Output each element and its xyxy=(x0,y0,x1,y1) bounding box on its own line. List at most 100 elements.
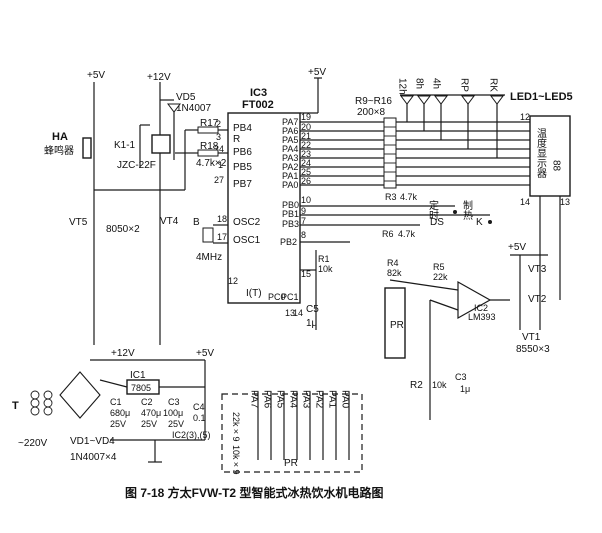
svg-text:温度显示器: 温度显示器 xyxy=(535,128,547,179)
r1-c5: R1 10k C5 1μ xyxy=(300,250,333,330)
svg-text:VD5: VD5 xyxy=(176,92,196,103)
svg-text:IC1: IC1 xyxy=(130,370,146,381)
svg-text:12h: 12h xyxy=(397,78,408,95)
svg-text:13: 13 xyxy=(560,197,570,207)
svg-text:18: 18 xyxy=(217,214,227,224)
svg-text:PB7: PB7 xyxy=(233,179,252,190)
svg-text:T: T xyxy=(12,400,19,412)
svg-text:23: 23 xyxy=(301,149,311,159)
svg-text:R2: R2 xyxy=(410,380,423,391)
svg-text:4h: 4h xyxy=(431,78,442,89)
buzzer-driver: +5V HA 蜂鸣器 VT5 VT4 8050×2 xyxy=(44,70,185,345)
svg-text:PA1: PA1 xyxy=(282,171,298,181)
svg-text:C5: C5 xyxy=(306,304,319,315)
svg-text:17: 17 xyxy=(217,232,227,242)
svg-text:R4: R4 xyxy=(387,258,399,268)
svg-text:10k: 10k xyxy=(432,380,447,390)
svg-text:IC2: IC2 xyxy=(474,303,488,313)
svg-text:PA2: PA2 xyxy=(314,390,325,409)
svg-text:PR: PR xyxy=(284,458,298,469)
ic3-left-pins: PB4 R PB6 PB5 PB7 OSC2 OSC1 I(T) xyxy=(233,123,262,299)
svg-text:1N4007×4: 1N4007×4 xyxy=(70,452,117,463)
svg-text:C2: C2 xyxy=(141,397,153,407)
svg-text:R5: R5 xyxy=(433,262,445,272)
ic3-ref: IC3 xyxy=(250,87,267,99)
ic3-supply: +5V xyxy=(300,67,326,114)
svg-text:RP: RP xyxy=(459,78,470,92)
svg-text:25V: 25V xyxy=(168,419,184,429)
ic3-pa-bus xyxy=(300,121,520,186)
pr-connector: PR xyxy=(384,287,406,359)
svg-text:4.7k: 4.7k xyxy=(398,229,416,239)
svg-text:PB0: PB0 xyxy=(282,200,299,210)
svg-text:IC2(3),(5): IC2(3),(5) xyxy=(172,430,211,440)
svg-text:7805: 7805 xyxy=(131,383,151,393)
svg-text:100μ: 100μ xyxy=(163,408,183,418)
ic3-body xyxy=(227,112,301,304)
svg-text:+5V: +5V xyxy=(308,67,326,78)
svg-text:3: 3 xyxy=(216,132,221,142)
svg-text:R: R xyxy=(233,134,240,145)
svg-text:10k: 10k xyxy=(318,264,333,274)
svg-text:R3: R3 xyxy=(385,192,397,202)
svg-text:R6: R6 xyxy=(382,229,394,239)
svg-text:8: 8 xyxy=(301,230,306,240)
svg-text:C1: C1 xyxy=(110,397,122,407)
svg-text:1N4007: 1N4007 xyxy=(176,103,211,114)
svg-text:1: 1 xyxy=(218,160,223,170)
svg-text:OSC1: OSC1 xyxy=(233,235,261,246)
svg-text:VT2: VT2 xyxy=(528,294,547,305)
svg-text:15: 15 xyxy=(301,269,311,279)
svg-text:24: 24 xyxy=(214,144,224,154)
svg-text:VT4: VT4 xyxy=(160,216,179,227)
svg-text:PA6: PA6 xyxy=(262,390,273,409)
svg-text:制热: 制热 xyxy=(461,199,473,221)
svg-text:10k×9: 10k×9 xyxy=(231,445,241,475)
svg-text:LED1~LED5: LED1~LED5 xyxy=(510,91,573,103)
svg-text:C3: C3 xyxy=(455,372,467,382)
svg-text:PA3: PA3 xyxy=(301,390,312,409)
svg-text:PB4: PB4 xyxy=(233,123,252,134)
svg-text:4MHz: 4MHz xyxy=(196,252,222,263)
svg-text:+5V: +5V xyxy=(196,348,214,359)
svg-text:LM393: LM393 xyxy=(468,312,496,322)
svg-text:R17: R17 xyxy=(200,118,219,129)
svg-text:蜂鸣器: 蜂鸣器 xyxy=(44,144,74,157)
svg-text:200×8: 200×8 xyxy=(357,107,386,118)
svg-text:1μ: 1μ xyxy=(306,318,318,329)
svg-text:PB1: PB1 xyxy=(282,209,299,219)
svg-text:PA5: PA5 xyxy=(282,135,298,145)
switches: 定时 制热 DS K xyxy=(300,199,492,228)
svg-text:B: B xyxy=(193,217,200,228)
svg-text:8h: 8h xyxy=(414,78,425,89)
svg-text:PB2: PB2 xyxy=(280,237,297,247)
r17-r18: R17 R18 4.7k×2 xyxy=(175,118,228,190)
svg-text:21: 21 xyxy=(301,131,311,141)
comparator-ic2: IC2 LM393 R4 82k R5 22k R2 10k C3 1μ xyxy=(387,258,510,420)
svg-text:PR: PR xyxy=(390,320,404,331)
ic3-right-pins: PA7 PA6 PA5 PA4 PA3 PA2 PA1 PA0 PB0 PB1 … xyxy=(280,117,299,247)
ic3-pc1: PC1 xyxy=(281,292,299,302)
svg-text:PA4: PA4 xyxy=(282,144,298,154)
svg-text:R9~R16: R9~R16 xyxy=(355,96,392,107)
power-supply: +12V +5V T ~220V IC1 7805 VD1~VD4 1N4007… xyxy=(12,348,214,463)
svg-text:12: 12 xyxy=(520,112,530,122)
svg-text:4.7k: 4.7k xyxy=(400,192,418,202)
svg-text:9: 9 xyxy=(301,206,306,216)
svg-text:PA7: PA7 xyxy=(249,390,260,409)
svg-text:+12V: +12V xyxy=(111,348,135,359)
svg-text:C4: C4 xyxy=(193,402,205,412)
svg-text:25: 25 xyxy=(301,167,311,177)
pr-module: PA7 PA6 PA5 PA4 PA3 PA2 PA1 PA0 22k×9 10… xyxy=(221,390,363,475)
svg-text:19: 19 xyxy=(301,112,311,122)
svg-text:22k: 22k xyxy=(433,272,448,282)
svg-text:~220V: ~220V xyxy=(18,438,48,449)
svg-text:PA3: PA3 xyxy=(282,153,298,163)
svg-text:HA: HA xyxy=(52,131,68,143)
svg-text:7: 7 xyxy=(301,216,306,226)
svg-text:22: 22 xyxy=(301,140,311,150)
svg-text:DS: DS xyxy=(430,217,444,228)
svg-text:R18: R18 xyxy=(200,141,219,152)
svg-text:25V: 25V xyxy=(141,419,157,429)
